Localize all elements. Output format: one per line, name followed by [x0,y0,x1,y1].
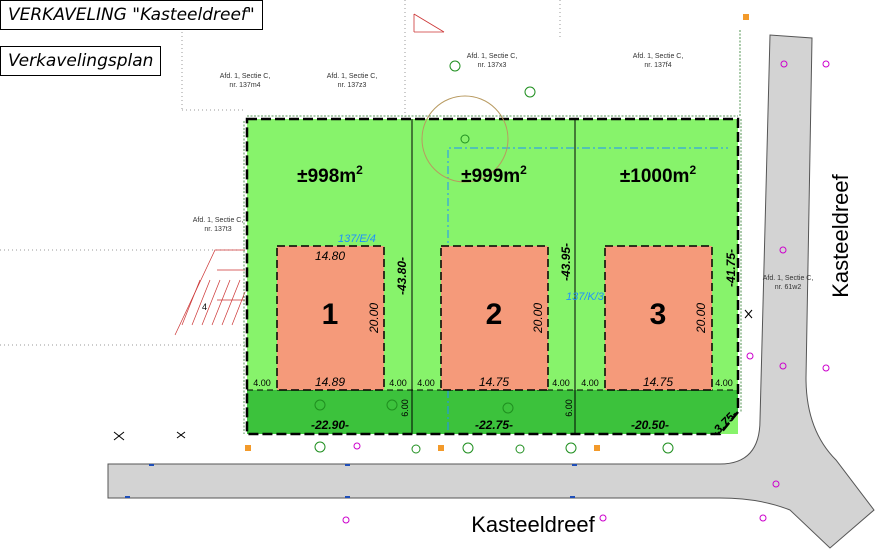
lot-1-number: 1 [322,298,339,331]
neighbour-boundaries [0,0,561,346]
tree-canopy [421,95,509,183]
lot-2-side-length: -43.95- [559,243,573,281]
lot-3-number: 3 [650,298,667,331]
lot-2-area: ±999m2 [461,163,527,187]
lot-2-left-margin: 4.00 [417,378,435,388]
plan-subtitle: Verkavelingsplan [0,46,162,76]
house-3 [604,245,713,391]
neighbour-label-61w2: Afd. 1, Sectie C,nr. 61w2 [763,275,814,291]
lot-1-area: ±998m2 [297,163,363,187]
lot-2-right-margin: 4.00 [552,378,570,388]
lot-3-area: ±1000m2 [620,163,697,187]
lot-2-frontage: -22.75- [475,418,513,432]
parcel-id-a: 137/E/4 [338,233,376,245]
house-3-depth: 20.00 [694,303,708,334]
road-marks [125,464,577,498]
lot-3-right-margin: 4.00 [715,378,733,388]
hatch-box [413,13,445,33]
orange-markers [245,14,749,451]
lot-3-side-length: -41.75- [724,249,738,287]
lot-1-left-margin: 4.00 [253,378,271,388]
hatched-structure [174,249,246,336]
house-2-bottom-width: 14.75 [479,375,509,389]
lot-3-frontage: -20.50- [631,418,669,432]
road [107,34,875,549]
survey-markers [113,309,753,441]
house-2 [440,245,549,391]
marker-4: 4 [202,302,207,312]
hedges [243,30,742,434]
utility-markers [342,60,830,524]
neighbour-label-137z3: Afd. 1, Sectie C,nr. 137z3 [327,73,378,89]
front-strip [247,390,738,434]
neighbour-label-137f4: Afd. 1, Sectie C,nr. 137f4 [633,53,684,69]
trees [314,60,674,454]
lot-3-left-margin: 4.00 [581,378,599,388]
parcel-id-b: 137/K/3 [566,291,605,303]
plan-title: VERKAVELING "Kasteeldreef" [0,0,263,30]
parcel-line [447,147,728,430]
house-2-depth: 20.00 [531,303,545,334]
houses [276,245,713,391]
lot-1-right-margin: 4.00 [389,378,407,388]
house-1 [276,245,385,391]
neighbour-label-137x3: Afd. 1, Sectie C,nr. 137x3 [467,53,518,69]
lot-1-front-depth: 6.00 [400,399,410,417]
neighbour-label-137t3: Afd. 1, Sectie C,nr. 137t3 [193,217,244,233]
lot-2-number: 2 [486,298,503,331]
lot-1-side-length: -43.80- [395,257,409,295]
house-1-bottom-width: 14.89 [315,375,345,389]
lot-2-front-depth: 6.00 [564,399,574,417]
street-name-horizontal: Kasteeldreef [471,512,595,537]
lot-1-frontage: -22.90- [311,418,349,432]
street-name-vertical: Kasteeldreef [828,173,853,297]
house-1-depth: 20.00 [367,303,381,334]
lot-boundaries [245,117,740,436]
house-1-top-width: 14.80 [315,249,345,263]
house-3-bottom-width: 14.75 [643,375,673,389]
neighbour-label-137m4: Afd. 1, Sectie C,nr. 137m4 [220,73,271,89]
